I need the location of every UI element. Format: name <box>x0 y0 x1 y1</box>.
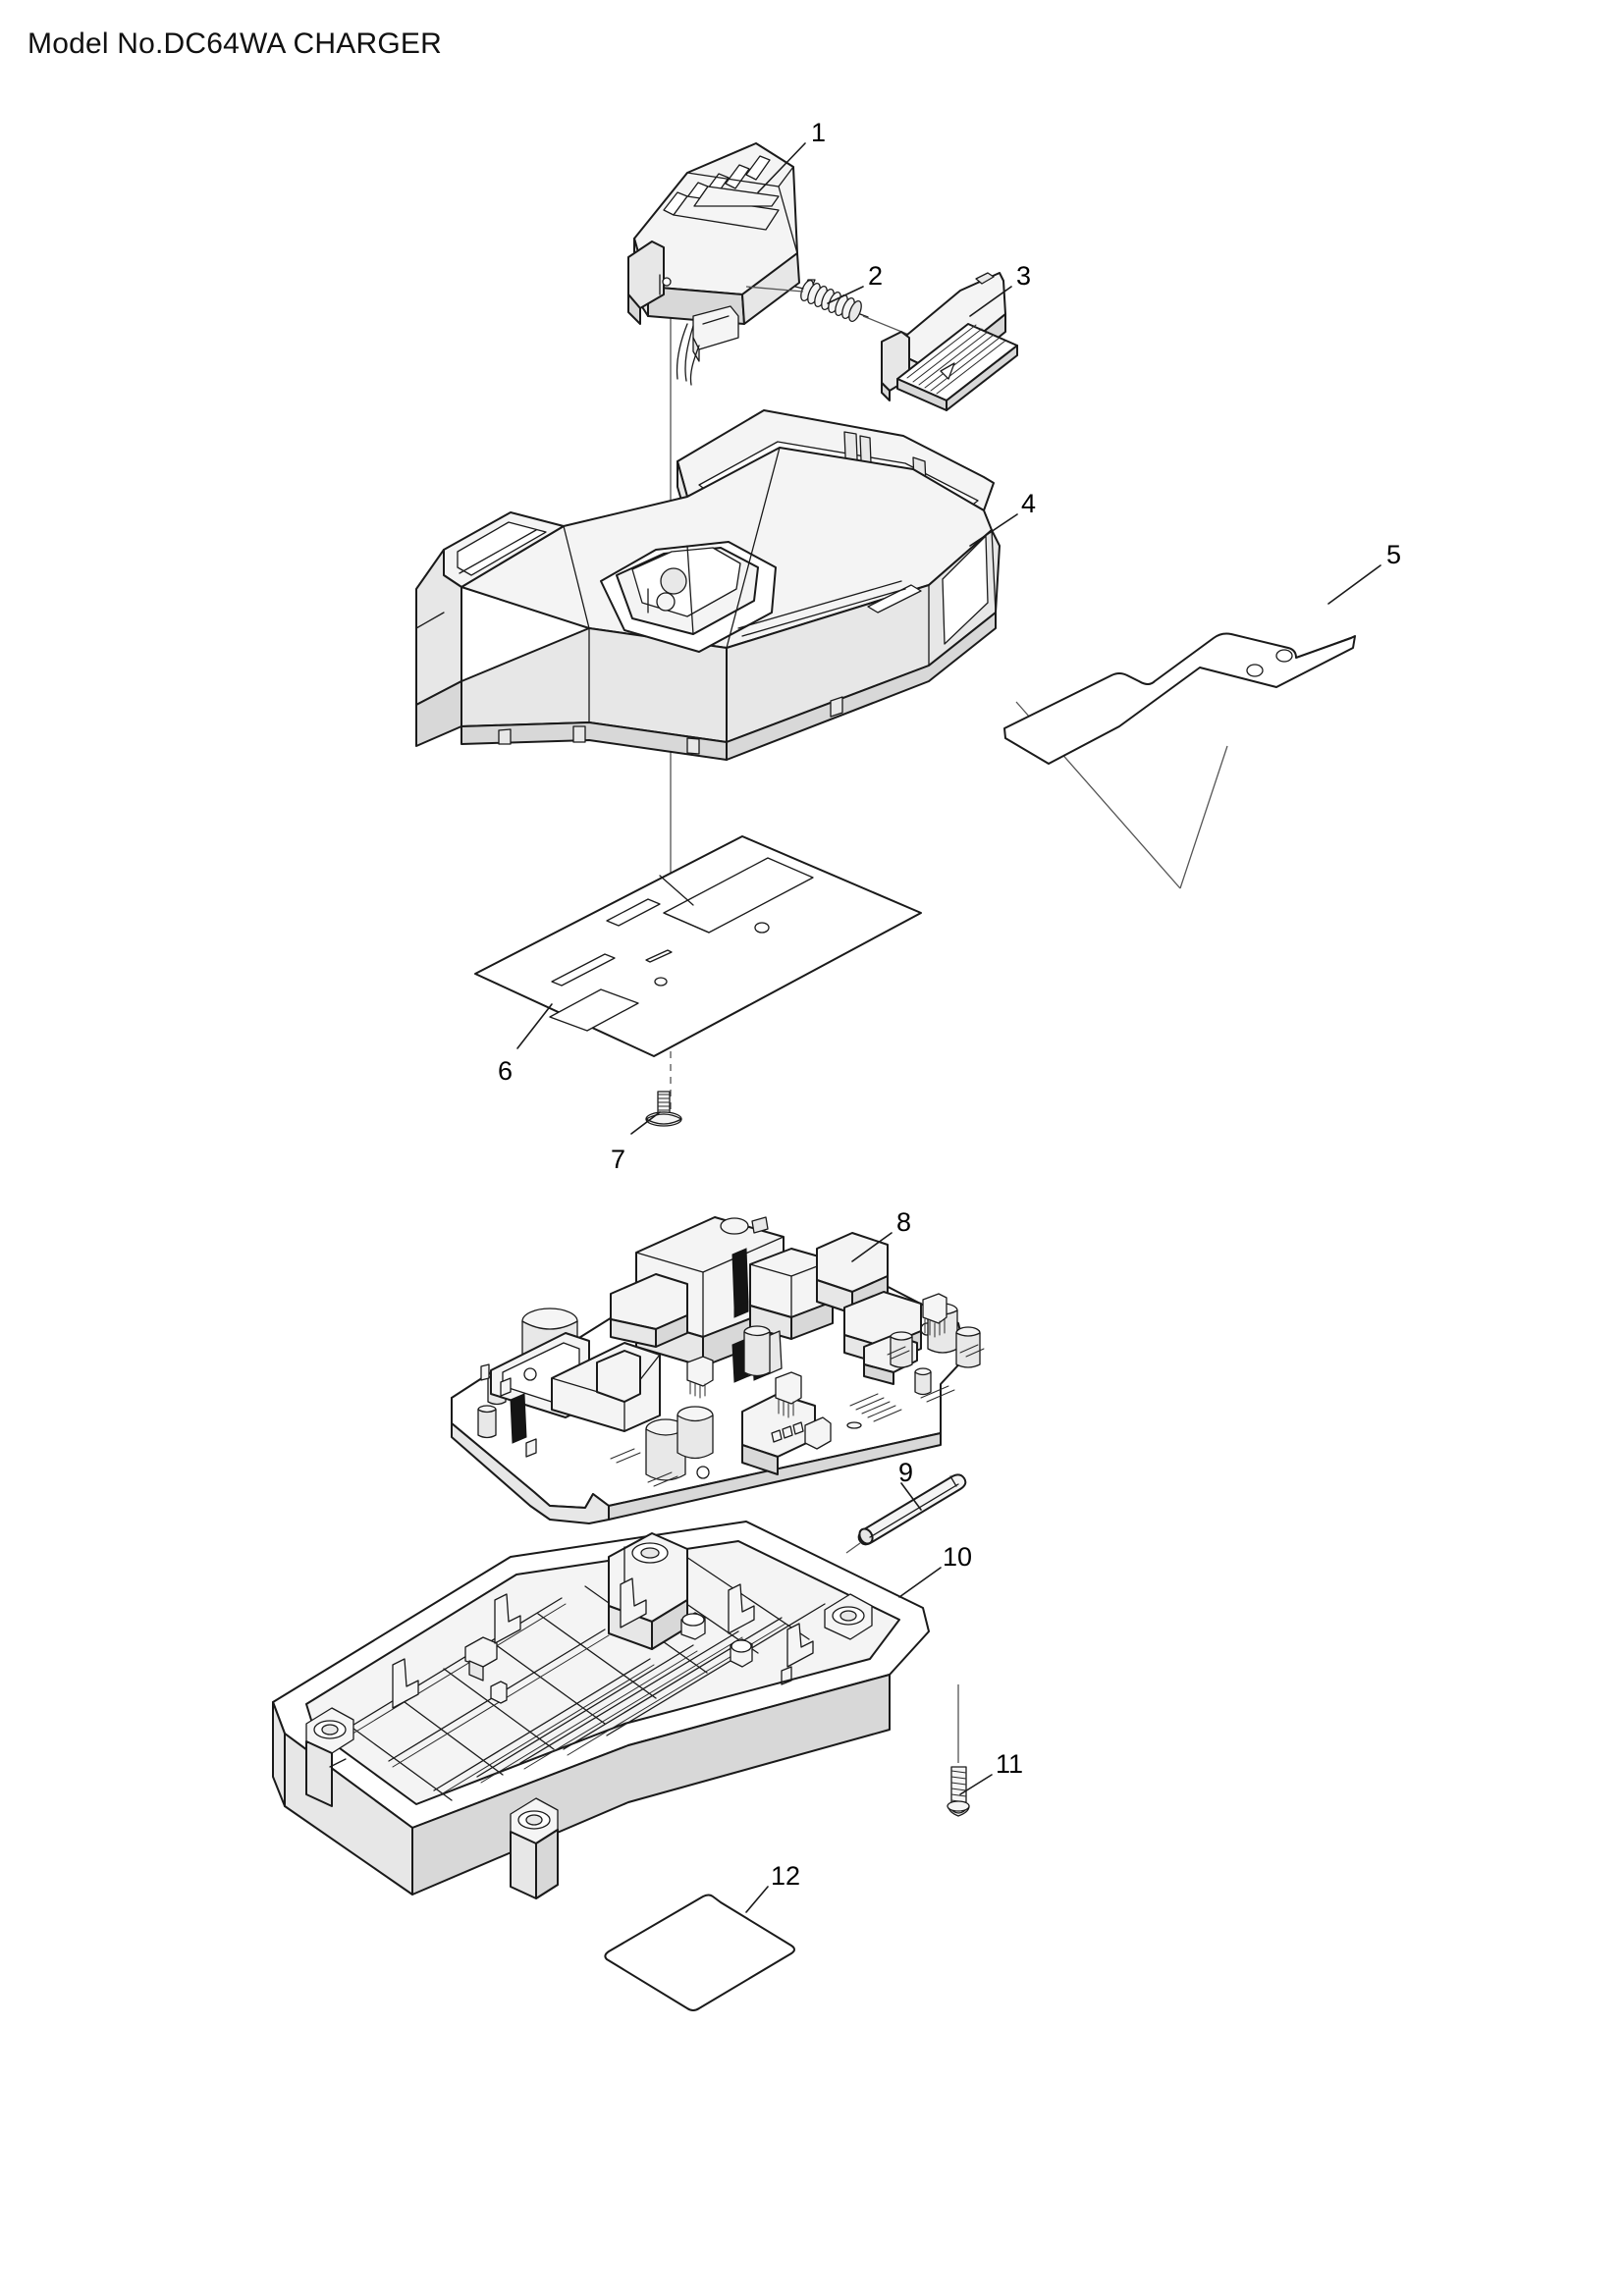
callout-7: 7 <box>611 1145 626 1174</box>
callout-5: 5 <box>1386 540 1402 569</box>
part-1-top-cover <box>627 142 800 386</box>
part-2-coil-spring <box>794 279 869 323</box>
part-8-pcb-assembly <box>451 1216 985 1524</box>
part-11-tapping-screw <box>947 1684 970 1817</box>
callout-2: 2 <box>868 261 884 291</box>
part-3-terminal-bracket <box>881 272 1018 411</box>
callout-11: 11 <box>996 1749 1024 1779</box>
callout-3: 3 <box>1016 261 1032 291</box>
callout-9: 9 <box>898 1458 914 1487</box>
part-5-insulation-plate <box>1003 632 1356 765</box>
part-7-pan-head-screw <box>645 1091 682 1127</box>
callout-10: 10 <box>943 1542 973 1572</box>
callout-8: 8 <box>896 1207 912 1237</box>
callout-4: 4 <box>1021 489 1037 518</box>
part-4-upper-housing <box>415 409 1001 761</box>
part-9-shaft-rod <box>845 1473 967 1554</box>
part-12-rating-label <box>604 1894 795 2011</box>
callout-6: 6 <box>498 1056 514 1086</box>
callout-leader-lines <box>516 142 1381 1913</box>
callout-12: 12 <box>771 1861 801 1891</box>
callout-1: 1 <box>811 118 827 147</box>
part-6-insulator-sheet <box>474 835 922 1057</box>
page-title: Model No.DC64WA CHARGER <box>27 27 442 60</box>
part-10-bottom-case <box>272 1521 930 1899</box>
